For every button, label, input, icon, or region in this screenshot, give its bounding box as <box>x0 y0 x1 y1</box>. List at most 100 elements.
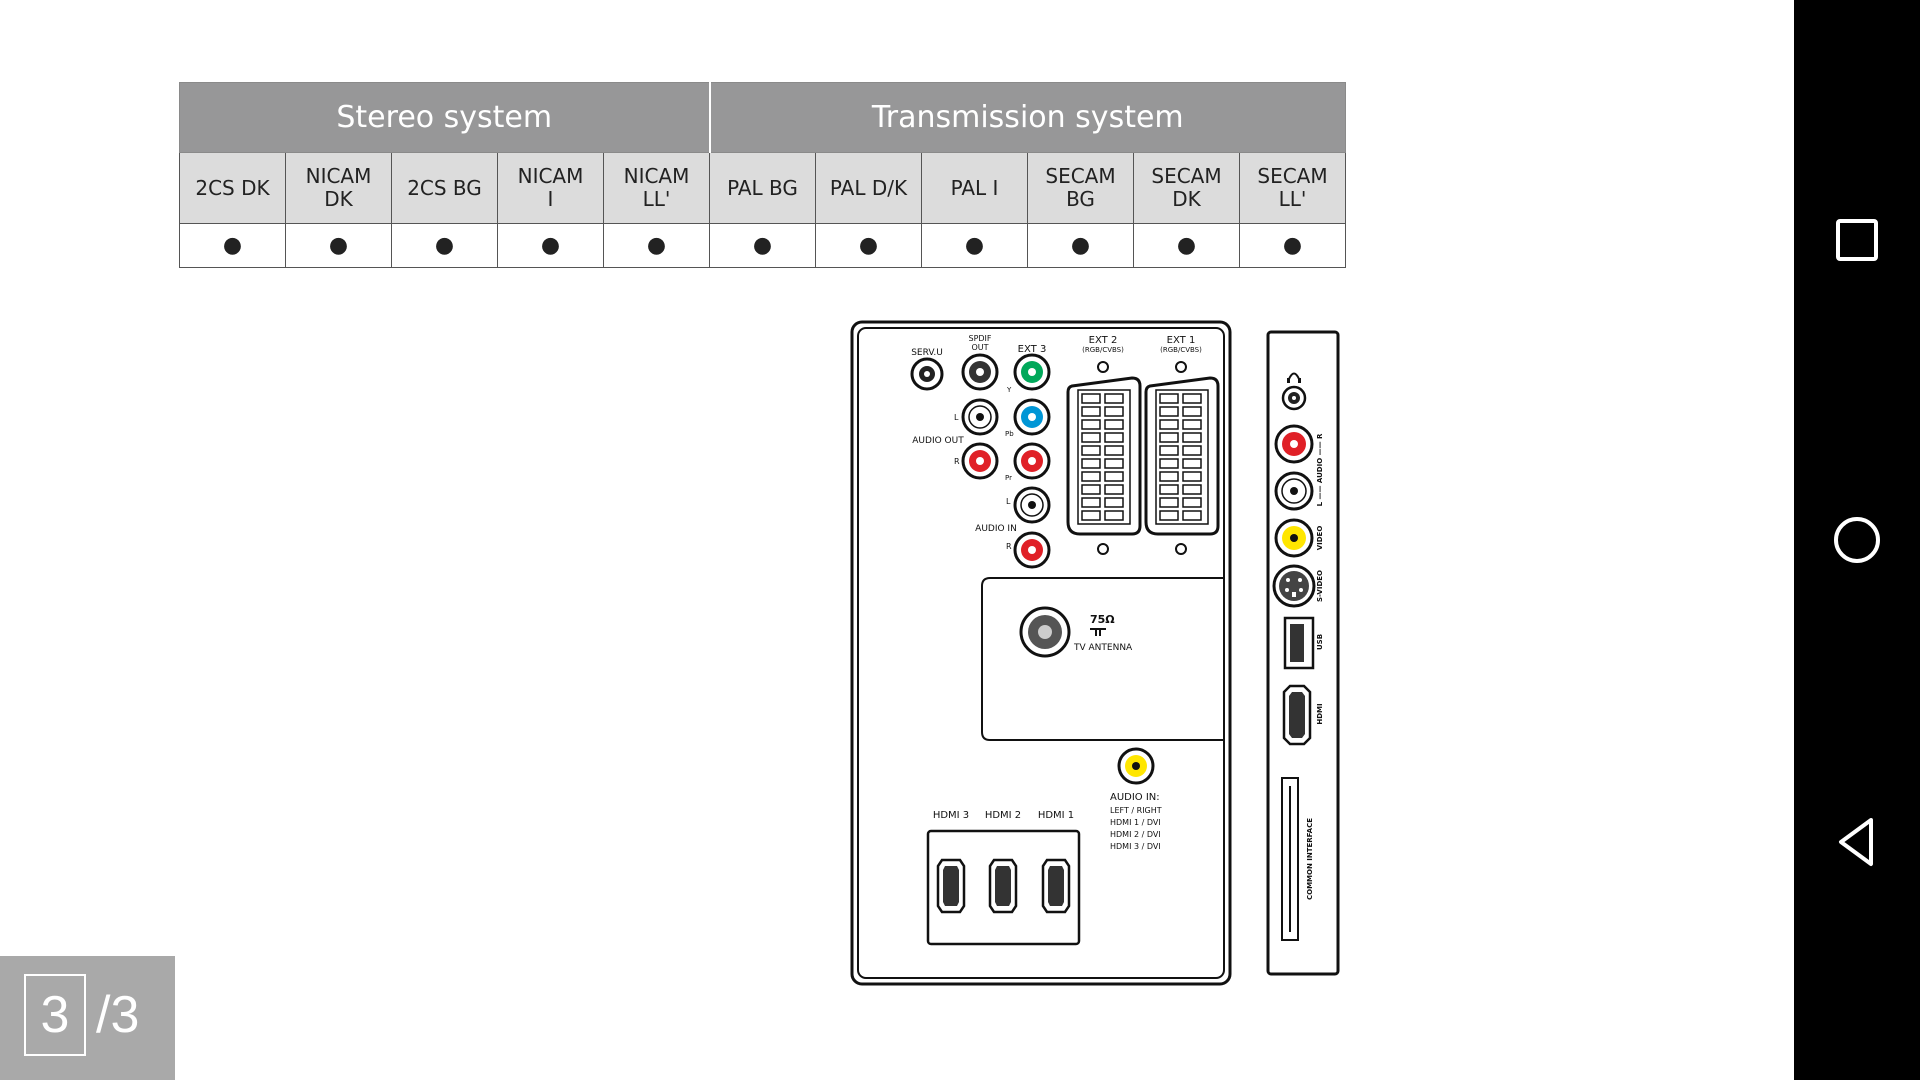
scart-pin <box>1159 445 1179 456</box>
support-dot: ● <box>921 223 1028 268</box>
scart-pin <box>1159 458 1179 469</box>
hdmi2-port <box>988 858 1018 914</box>
rear-connector-panel: SERV.U SPDIF OUT EXT 3 Y Pb <box>850 320 1232 986</box>
scart-pin <box>1081 510 1101 521</box>
support-dot: ● <box>603 223 710 268</box>
support-dot: ● <box>179 223 286 268</box>
side-svideo-jack <box>1272 564 1316 608</box>
label-side-video: VIDEO <box>1316 526 1324 551</box>
audio-in-r-jack <box>1013 531 1051 569</box>
scart-pin <box>1104 393 1124 404</box>
label-audio-in-line: HDMI 1 / DVI <box>1110 818 1161 827</box>
side-hdmi-port <box>1282 684 1312 746</box>
scart-pin <box>1182 419 1202 430</box>
triangle-back-icon[interactable] <box>1827 812 1887 872</box>
headphone-jack <box>1281 385 1307 411</box>
scart-pin <box>1182 510 1202 521</box>
group-header-transmission: Transmission system <box>709 82 1346 153</box>
square-icon[interactable] <box>1827 210 1887 270</box>
ext3-pb-jack <box>1013 398 1051 436</box>
scart-pin <box>1081 484 1101 495</box>
label-pr: Pr <box>1005 474 1012 482</box>
common-interface-slot <box>1281 777 1299 941</box>
label-serv-u: SERV.U <box>911 348 943 358</box>
ext3-pr-jack <box>1013 442 1051 480</box>
side-video-jack <box>1274 518 1314 558</box>
transmission-spec-table: Stereo system Transmission system 2CS DK… <box>179 82 1346 268</box>
support-dot: ● <box>391 223 498 268</box>
scart-pin <box>1182 445 1202 456</box>
ext2-scart-connector <box>1066 376 1142 536</box>
label-ext3: EXT 3 <box>1018 344 1047 355</box>
support-dot: ● <box>815 223 922 268</box>
col-header: 2CS DK <box>179 152 286 224</box>
document-viewer: Stereo system Transmission system 2CS DK… <box>0 82 1346 1080</box>
hdmi3-port <box>936 858 966 914</box>
group-header-stereo: Stereo system <box>179 82 711 153</box>
page-indicator[interactable]: 3 /3 <box>0 956 175 1080</box>
tv-antenna-jack <box>1019 606 1071 658</box>
scart-pin <box>1182 393 1202 404</box>
label-l-in: L <box>1006 497 1011 506</box>
audio-out-r-jack <box>961 442 999 480</box>
scart-pin <box>1104 471 1124 482</box>
support-dot: ● <box>285 223 392 268</box>
label-r-out: R <box>954 457 960 466</box>
support-dot: ● <box>1027 223 1134 268</box>
label-hdmi3: HDMI 3 <box>933 810 969 821</box>
support-dot: ● <box>1239 223 1346 268</box>
ext3-y-jack <box>1013 353 1051 391</box>
side-audio-r-jack <box>1274 424 1314 464</box>
col-header: PAL BG <box>709 152 816 224</box>
navigation-bar <box>1794 0 1920 1080</box>
label-audio-in-line: HDMI 2 / DVI <box>1110 830 1161 839</box>
total-pages: /3 <box>96 986 140 1044</box>
scart-pins <box>1081 393 1202 521</box>
current-page-number[interactable]: 3 <box>24 974 86 1056</box>
label-side-hdmi: HDMI <box>1316 703 1324 724</box>
label-side-svideo: S-VIDEO <box>1316 570 1324 602</box>
label-audio-in-line: HDMI 3 / DVI <box>1110 842 1161 851</box>
scart-pin <box>1182 471 1202 482</box>
label-r-in: R <box>1006 542 1012 551</box>
scart-pin <box>1081 445 1101 456</box>
scart-pin <box>1104 432 1124 443</box>
scart-pin <box>1159 484 1179 495</box>
circle-icon[interactable] <box>1827 510 1887 570</box>
label-ext2-sub: (RGB/CVBS) <box>1082 346 1124 354</box>
scart-pin <box>1159 471 1179 482</box>
scart-pin <box>1182 406 1202 417</box>
scart-pin <box>1159 497 1179 508</box>
scart-pin <box>1182 432 1202 443</box>
side-connector-panel: L —— AUDIO —— R VIDEO S-VIDEO USB HDMI C… <box>1266 330 1340 976</box>
label-hdmi2: HDMI 2 <box>985 810 1021 821</box>
scart-pin <box>1081 432 1101 443</box>
spdif-out-jack <box>961 353 999 391</box>
side-usb-port <box>1283 616 1315 670</box>
scart-pin <box>1104 497 1124 508</box>
scart-pin <box>1182 497 1202 508</box>
side-audio-l-jack <box>1274 471 1314 511</box>
scart-pin <box>1159 510 1179 521</box>
label-side-usb: USB <box>1316 634 1324 650</box>
label-spdif-1: SPDIF <box>968 334 991 343</box>
scart-pin <box>1081 419 1101 430</box>
headphones-icon <box>1287 372 1301 383</box>
label-common-interface: COMMON INTERFACE <box>1306 818 1314 900</box>
scart-pin <box>1081 393 1101 404</box>
scart-pin <box>1104 510 1124 521</box>
scart-pin <box>1159 406 1179 417</box>
col-header: PAL D/K <box>815 152 922 224</box>
support-dot: ● <box>709 223 816 268</box>
label-y: Y <box>1006 386 1012 394</box>
label-l-out: L <box>954 413 959 422</box>
audio-in-hdmi-jack <box>1117 747 1155 785</box>
table-row: ● ● ● ● ● ● ● ● ● ● ● <box>179 223 1346 268</box>
audio-out-l-jack <box>961 398 999 436</box>
label-hdmi1: HDMI 1 <box>1038 810 1074 821</box>
scart-pin <box>1104 445 1124 456</box>
